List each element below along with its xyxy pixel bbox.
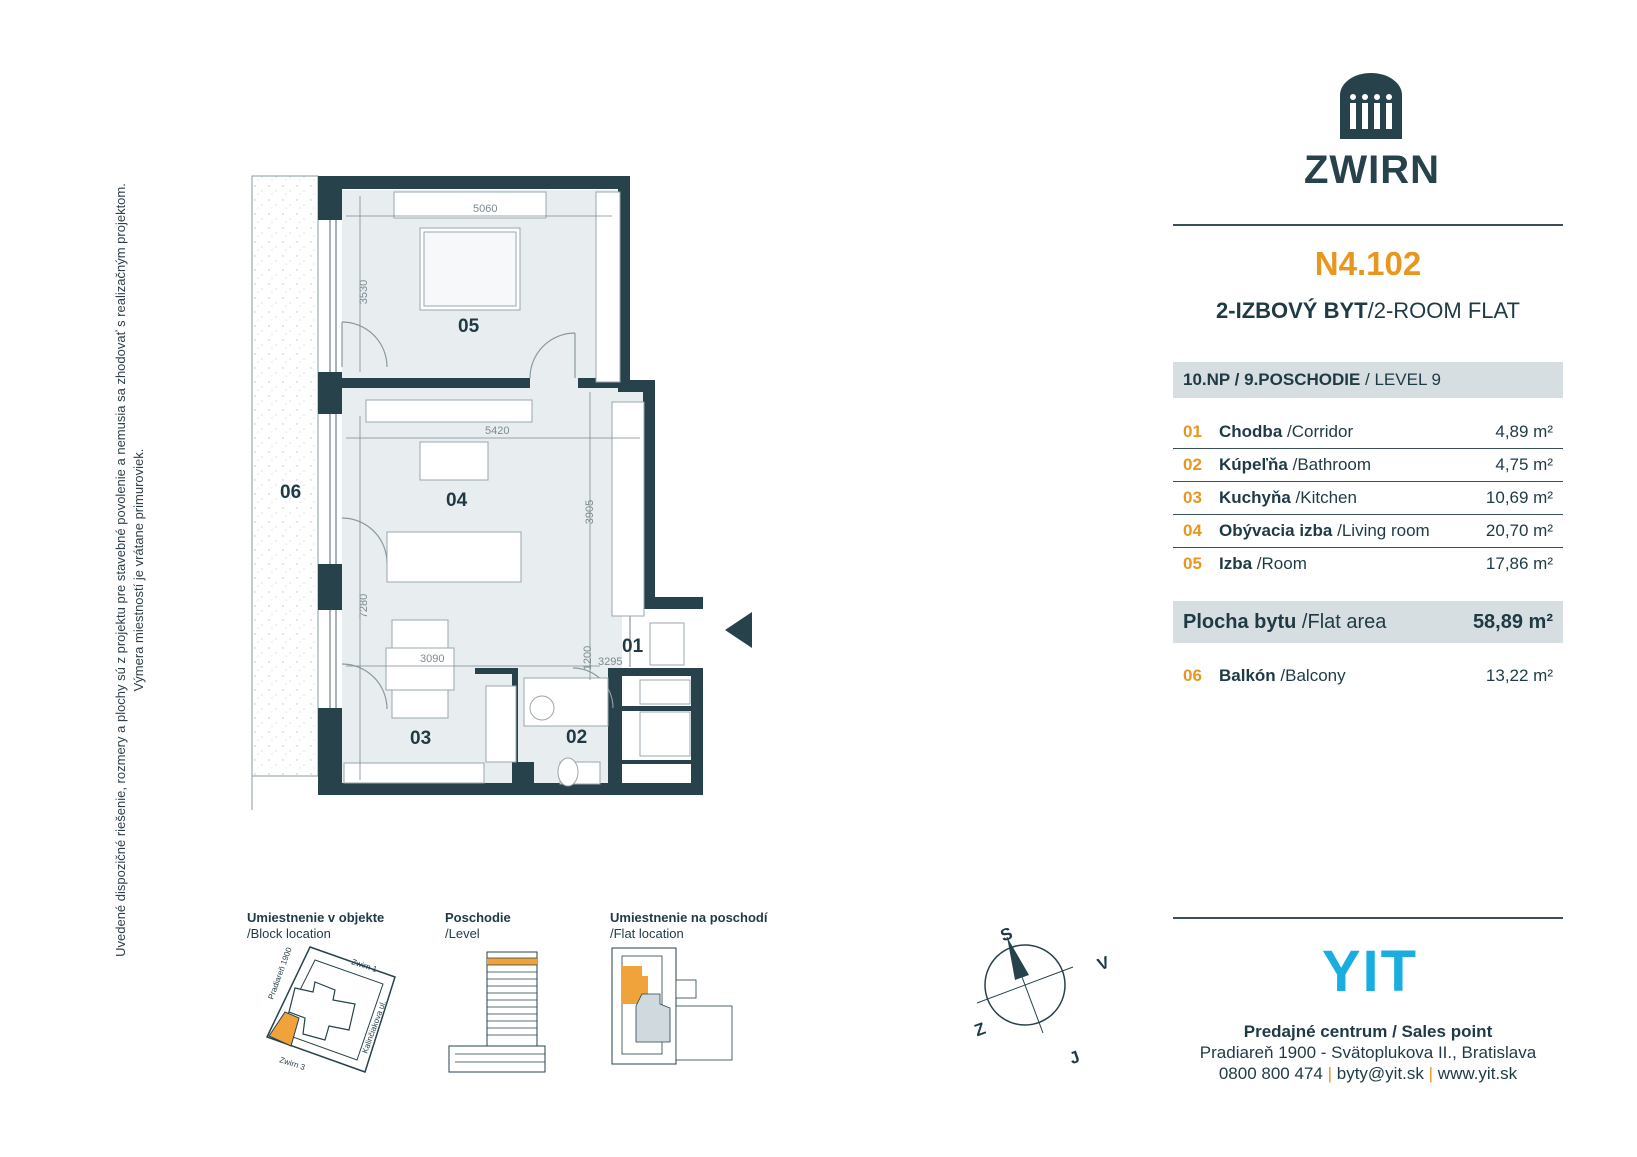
dim-1200: 1200: [582, 645, 595, 671]
floor-plan-drawing: [251, 175, 752, 810]
sales-point: Predajné centrum / Sales point Pradiareň…: [1173, 1021, 1563, 1084]
flat-type: 2-IZBOVÝ BYT/2-ROOM FLAT: [1216, 298, 1520, 323]
room-row: 05 Izba /Room 17,86 m²: [1183, 554, 1553, 573]
sales-contacts: 0800 800 474 | byty@yit.sk | www.yit.sk: [1218, 1064, 1518, 1083]
room-row: 04 Obývacia izba /Living room 20,70 m²: [1173, 515, 1563, 548]
entrance-arrow: [725, 612, 752, 648]
dim-3530: 3530: [358, 279, 371, 305]
sales-web[interactable]: www.yit.sk: [1437, 1064, 1518, 1083]
compass-rose-icon: [976, 936, 1074, 1034]
room-label-06: 06: [280, 482, 302, 503]
dim-5060: 5060: [473, 203, 498, 215]
sales-address: Pradiareň 1900 - Svätoplukova II., Brati…: [1199, 1043, 1537, 1062]
level-location-title: Poschodie/Level: [445, 910, 511, 941]
sales-title: Predajné centrum / Sales point: [1243, 1022, 1493, 1041]
zwirn-building-logo-icon: [1340, 73, 1402, 139]
svg-text:Pradiareň 1900: Pradiareň 1900: [266, 946, 293, 1001]
svg-text:YIT: YIT: [1322, 945, 1418, 995]
dim-3090: 3090: [420, 653, 445, 665]
room-row: 01 Chodba /Corridor 4,89 m²: [1173, 416, 1563, 449]
room-label-03: 03: [410, 728, 432, 749]
unit-code: N4.102: [1314, 245, 1422, 282]
dim-7280: 7280: [358, 593, 371, 619]
block-location-map: Zwirn 1 Pradiareň 1900 Kalinčiakova ul. …: [265, 946, 396, 1073]
flat-area-total: Plocha bytu /Flat area 58,89 m²: [1173, 601, 1563, 643]
brand-name: ZWIRN: [1303, 148, 1441, 192]
dim-3295: 3295: [598, 656, 623, 668]
dim-5420: 5420: [485, 425, 510, 437]
svg-text:Zwirn 1: Zwirn 1: [350, 957, 378, 974]
floor-plan: 5060 3530 5420 3905 7280 3090 1200 3295 …: [0, 0, 760, 860]
compass-v: V: [1094, 952, 1113, 975]
sales-phone[interactable]: 0800 800 474: [1218, 1064, 1323, 1083]
balcony-row: 06 Balkón /Balcony 13,22 m²: [1183, 666, 1553, 685]
svg-text:Kalinčiakova ul.: Kalinčiakova ul.: [360, 999, 387, 1054]
flat-location-title: Umiestnenie na poschodí/Flat location: [610, 910, 768, 941]
room-label-05: 05: [458, 316, 480, 337]
sales-email[interactable]: byty@yit.sk: [1336, 1064, 1424, 1083]
room-label-04: 04: [446, 490, 468, 511]
room-list: 01 Chodba /Corridor 4,89 m² 02 Kúpeľňa /…: [1173, 416, 1563, 581]
room-label-01: 01: [622, 636, 644, 657]
level-bar: 10.NP / 9.POSCHODIE / LEVEL 9: [1173, 362, 1563, 398]
dim-3905: 3905: [584, 499, 597, 525]
room-row: 02 Kúpeľňa /Bathroom 4,75 m²: [1173, 449, 1563, 482]
room-row: 03 Kuchyňa /Kitchen 10,69 m²: [1173, 482, 1563, 515]
room-label-02: 02: [566, 727, 588, 748]
balcony-area: [251, 175, 319, 777]
block-location-title: Umiestnenie v objekte/Block location: [247, 910, 385, 941]
flat-location-diagram: [611, 947, 733, 1065]
walls: [318, 176, 703, 795]
level-location-diagram: [448, 951, 546, 1073]
svg-text:Zwirn 3: Zwirn 3: [278, 1055, 306, 1072]
yit-logo-icon: YIT: [1322, 945, 1418, 995]
divider-bottom: [1173, 917, 1563, 919]
divider-top: [1173, 224, 1563, 226]
